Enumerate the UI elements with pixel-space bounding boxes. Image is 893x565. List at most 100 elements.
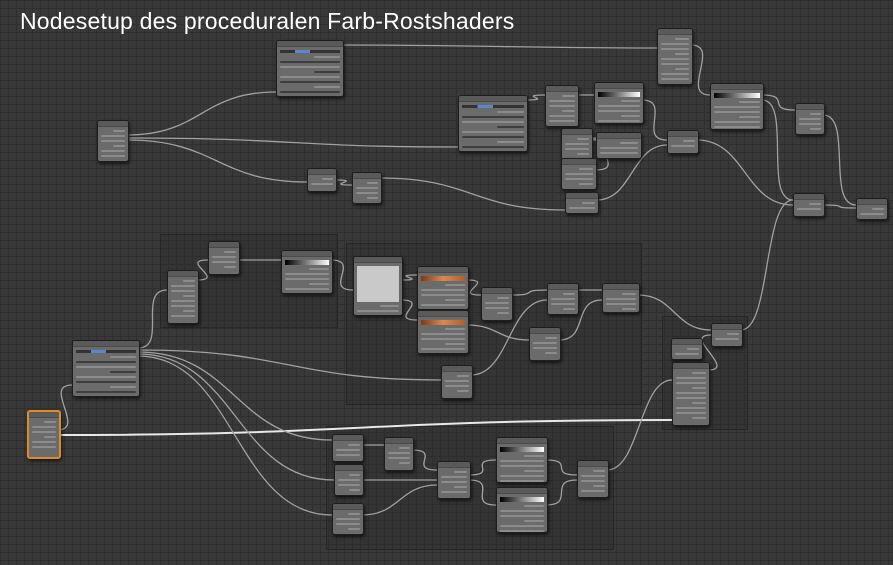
node-socket-row[interactable]	[549, 120, 575, 122]
node-socket-row[interactable]	[621, 293, 636, 295]
node-socket-row[interactable]	[445, 328, 465, 330]
node-socket-row[interactable]	[457, 390, 469, 392]
node-socket-row[interactable]	[606, 298, 636, 300]
color-ramp[interactable]	[500, 497, 544, 502]
shader-node[interactable]	[208, 241, 240, 275]
node-socket-row[interactable]	[44, 436, 56, 438]
node-socket-row[interactable]	[336, 454, 360, 456]
node-header[interactable]	[548, 284, 578, 290]
node-socket-row[interactable]	[661, 78, 689, 80]
node-header[interactable]	[603, 284, 639, 290]
shader-node[interactable]	[657, 28, 693, 85]
node-socket-row[interactable]	[676, 392, 706, 394]
node-socket-row[interactable]	[462, 131, 524, 133]
node-header[interactable]	[712, 324, 742, 330]
node-socket-row[interactable]	[445, 343, 465, 345]
node-socket-row[interactable]	[109, 356, 136, 358]
color-ramp[interactable]	[500, 447, 544, 452]
node-socket-row[interactable]	[366, 197, 378, 199]
shader-node[interactable]	[529, 327, 561, 361]
shader-node[interactable]	[481, 287, 513, 321]
shader-node[interactable]	[417, 266, 469, 310]
node-socket-row[interactable]	[76, 366, 136, 368]
node-socket-row[interactable]	[280, 76, 340, 78]
shader-node[interactable]	[594, 82, 644, 124]
node-socket-row[interactable]	[313, 86, 340, 88]
node-header[interactable]	[566, 193, 598, 199]
node-header[interactable]	[98, 121, 128, 127]
node-socket-row[interactable]	[683, 140, 695, 142]
node-socket-row[interactable]	[549, 100, 575, 102]
shader-node[interactable]	[545, 85, 579, 127]
node-socket-row[interactable]	[661, 63, 689, 65]
node-header[interactable]	[418, 311, 468, 317]
node-socket-row[interactable]	[212, 261, 236, 263]
node-socket-row[interactable]	[321, 178, 333, 180]
shader-node[interactable]	[672, 362, 710, 426]
node-socket-row[interactable]	[357, 310, 399, 312]
node-socket-row[interactable]	[421, 338, 465, 340]
node-socket-row[interactable]	[809, 203, 821, 205]
node-socket-row[interactable]	[799, 123, 821, 125]
node-socket-row[interactable]	[462, 136, 524, 138]
shader-node[interactable]	[596, 132, 642, 159]
node-socket-row[interactable]	[676, 377, 706, 379]
node-socket-row[interactable]	[388, 457, 410, 459]
shader-node[interactable]	[417, 310, 469, 354]
node-socket-row[interactable]	[457, 375, 469, 377]
node-socket-row[interactable]	[366, 182, 378, 184]
node-socket-row[interactable]	[441, 491, 467, 493]
node-header[interactable]	[796, 104, 824, 110]
node-socket-row[interactable]	[280, 91, 340, 93]
node-socket-row[interactable]	[500, 475, 544, 477]
node-socket-row[interactable]	[593, 485, 605, 487]
node-socket-row[interactable]	[485, 302, 509, 304]
node-header[interactable]	[333, 435, 363, 441]
node-header[interactable]	[497, 438, 547, 444]
node-header[interactable]	[438, 462, 470, 468]
node-socket-row[interactable]	[661, 58, 689, 60]
node-socket-row[interactable]	[565, 143, 589, 145]
node-socket-row[interactable]	[348, 528, 360, 530]
color-ramp[interactable]	[598, 92, 640, 97]
node-header[interactable]	[459, 96, 527, 102]
node-socket-row[interactable]	[714, 126, 760, 128]
node-socket-row[interactable]	[101, 150, 125, 152]
node-socket-row[interactable]	[454, 486, 467, 488]
node-socket-row[interactable]	[336, 518, 360, 520]
node-socket-row[interactable]	[691, 417, 706, 419]
node-socket-row[interactable]	[500, 480, 544, 482]
node-socket-row[interactable]	[661, 43, 689, 45]
shader-node[interactable]	[72, 340, 140, 397]
node-socket-row[interactable]	[676, 397, 706, 399]
node-socket-row[interactable]	[577, 138, 589, 140]
node-socket-row[interactable]	[675, 53, 689, 55]
shader-node[interactable]	[565, 192, 599, 214]
node-socket-row[interactable]	[691, 402, 706, 404]
node-socket-row[interactable]	[598, 105, 640, 107]
curve-widget[interactable]	[357, 266, 399, 302]
shader-node[interactable]	[307, 168, 337, 192]
node-socket-row[interactable]	[441, 481, 467, 483]
node-socket-row[interactable]	[562, 110, 575, 112]
node-socket-row[interactable]	[714, 106, 760, 108]
node-socket-row[interactable]	[113, 145, 125, 147]
node-socket-row[interactable]	[581, 490, 605, 492]
node-header[interactable]	[335, 465, 363, 471]
node-socket-row[interactable]	[727, 333, 739, 335]
node-socket-row[interactable]	[398, 462, 410, 464]
node-socket-row[interactable]	[109, 371, 136, 373]
node-socket-row[interactable]	[676, 407, 706, 409]
node-socket-row[interactable]	[551, 298, 575, 300]
node-header[interactable]	[418, 267, 468, 273]
node-socket-row[interactable]	[454, 471, 467, 473]
node-socket-row[interactable]	[183, 295, 195, 297]
node-socket-row[interactable]	[620, 100, 640, 102]
node-socket-row[interactable]	[620, 115, 640, 117]
node-socket-row[interactable]	[565, 178, 593, 180]
shader-node[interactable]	[332, 434, 364, 462]
node-socket-row[interactable]	[714, 121, 760, 123]
node-socket-row[interactable]	[280, 66, 340, 68]
node-header[interactable]	[673, 363, 709, 369]
node-socket-row[interactable]	[496, 126, 524, 128]
